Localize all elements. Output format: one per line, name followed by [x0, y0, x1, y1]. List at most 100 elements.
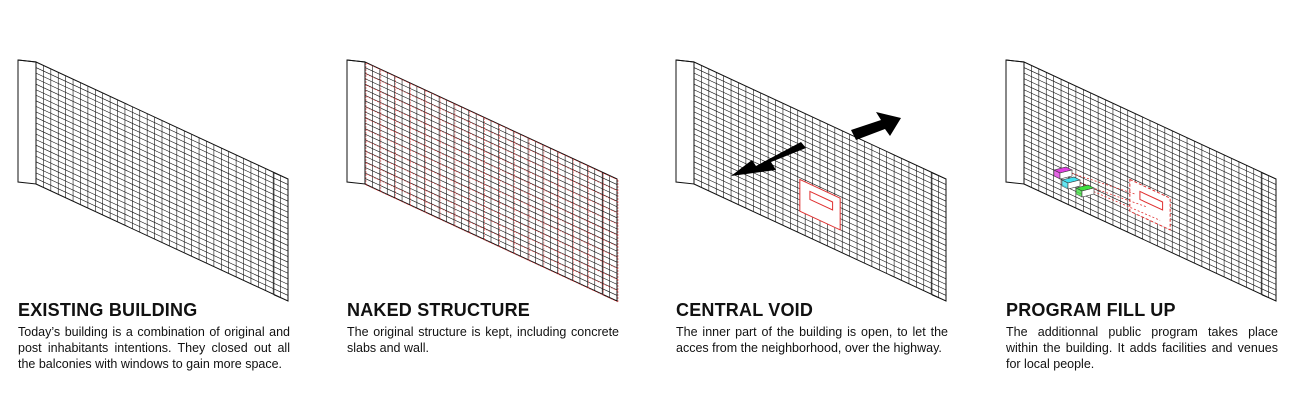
- grid-floor-line: [1023, 89, 1277, 207]
- naked-structure-diagram: [346, 59, 619, 303]
- grid-floor-line: [35, 106, 289, 224]
- grid-floor-line: [364, 133, 618, 252]
- structure-slab-line: [365, 184, 619, 303]
- grid-floor-line: [35, 133, 289, 252]
- grid-floor-line: [1023, 111, 1277, 230]
- grid-floor-line: [35, 83, 289, 202]
- program-box-green-front: [1081, 187, 1095, 198]
- grid-floor-line: [693, 67, 947, 185]
- grid-floor-line: [693, 95, 947, 213]
- grid-floor-line: [1023, 122, 1277, 241]
- structure-slab-line: [365, 73, 619, 192]
- grid-floor-line: [1023, 100, 1277, 219]
- grid-floor-line: [693, 111, 947, 230]
- grid-floor-line: [1023, 106, 1277, 224]
- grid-floor-line: [35, 144, 289, 263]
- structure-slab-line: [365, 107, 619, 225]
- roof-edge: [346, 59, 366, 63]
- grid-floor-line: [35, 161, 289, 280]
- roof-edge: [1005, 59, 1025, 63]
- grid-floor-line: [35, 150, 289, 268]
- grid-floor-line: [693, 72, 947, 191]
- panel-program-fill-up: PROGRAM FILL UP The additionnal public p…: [1005, 0, 1296, 400]
- structure-slab-line: [365, 151, 619, 269]
- roof-edge: [17, 59, 37, 63]
- grid-floor-line: [364, 111, 618, 230]
- grid-floor-line: [693, 106, 947, 224]
- building-slab: [17, 59, 289, 302]
- grid-floor-line: [364, 106, 618, 224]
- grid-floor-line: [693, 89, 947, 207]
- grid-floor-line: [35, 117, 289, 235]
- grid-floor-line: [693, 167, 947, 285]
- grid-floor-line: [35, 178, 289, 296]
- panel-description: The original structure is kept, includin…: [347, 325, 619, 355]
- panel-central-void: CENTRAL VOID The inner part of the build…: [675, 0, 966, 400]
- grid-floor-line: [364, 178, 618, 296]
- grid-floor-line: [1023, 67, 1277, 185]
- grid-floor-line: [35, 89, 289, 207]
- grid-floor-line: [35, 72, 289, 191]
- grid-floor-line: [364, 122, 618, 241]
- grid-floor-line: [1023, 178, 1277, 296]
- roof-edge: [675, 59, 695, 63]
- structure-slab-line: [365, 173, 619, 292]
- grid-floor-line: [1023, 95, 1277, 213]
- grid-floor-line: [693, 172, 947, 291]
- grid-floor-line: [364, 72, 618, 191]
- grid-floor-line: [1023, 128, 1277, 246]
- grid-floor-line: [1023, 172, 1277, 291]
- grid-floor-line: [364, 150, 618, 268]
- building-slab: [346, 59, 619, 303]
- building-end-face: [675, 59, 695, 185]
- grid-floor-line: [35, 100, 289, 219]
- structure-slab-line: [365, 62, 619, 181]
- structure-overlay: [365, 62, 619, 303]
- building-slab: [1005, 59, 1277, 302]
- grid-floor-line: [364, 117, 618, 235]
- grid-floor-line: [693, 122, 947, 241]
- panel-description: Today’s building is a combination of ori…: [18, 325, 290, 371]
- grid-floor-line: [364, 67, 618, 185]
- grid-floor-line: [693, 78, 947, 196]
- arrow-up-right-icon: [851, 112, 901, 140]
- grid-floor-line: [35, 95, 289, 213]
- grid-floor-line: [364, 89, 618, 207]
- program-fill-up-diagram: [1005, 59, 1277, 302]
- grid-floor-line: [364, 83, 618, 202]
- panel-title: EXISTING BUILDING: [18, 300, 198, 320]
- grid-floor-line: [1023, 83, 1277, 202]
- grid-floor-line: [693, 83, 947, 202]
- grid-floor-line: [364, 156, 618, 274]
- grid-floor-line: [693, 178, 947, 296]
- building-right-edge: [273, 172, 289, 302]
- grid-floor-line: [693, 128, 947, 246]
- structure-slab-line: [365, 118, 619, 236]
- grid-floor-line: [364, 78, 618, 196]
- grid-floor-line: [35, 139, 289, 257]
- building-end-face: [1005, 59, 1025, 185]
- grid-floor-line: [364, 100, 618, 219]
- panel-description: The inner part of the building is open, …: [676, 325, 948, 355]
- grid-floor-line: [35, 167, 289, 285]
- structure-slab-line: [365, 140, 619, 258]
- void-slab: [1139, 190, 1164, 211]
- grid-floor-line: [35, 172, 289, 291]
- panel-existing-building: EXISTING BUILDING Today’s building is a …: [17, 0, 308, 400]
- grid-floor-line: [693, 100, 947, 219]
- grid-floor-line: [364, 161, 618, 280]
- grid-floor-line: [35, 78, 289, 196]
- program-link-line: [1089, 189, 1161, 221]
- program-box-magenta-front: [1059, 169, 1073, 180]
- facade-grid: [364, 65, 618, 298]
- existing-building-diagram: [17, 59, 289, 302]
- grid-floor-line: [364, 95, 618, 213]
- grid-floor-line: [364, 172, 618, 291]
- central-void-diagram: [675, 59, 947, 302]
- arrow-down-left-icon: [731, 142, 806, 176]
- grid-floor-line: [35, 122, 289, 241]
- grid-floor-line: [35, 111, 289, 230]
- structure-slab-line: [365, 96, 619, 214]
- void-slab: [809, 190, 834, 211]
- grid-floor-line: [35, 128, 289, 246]
